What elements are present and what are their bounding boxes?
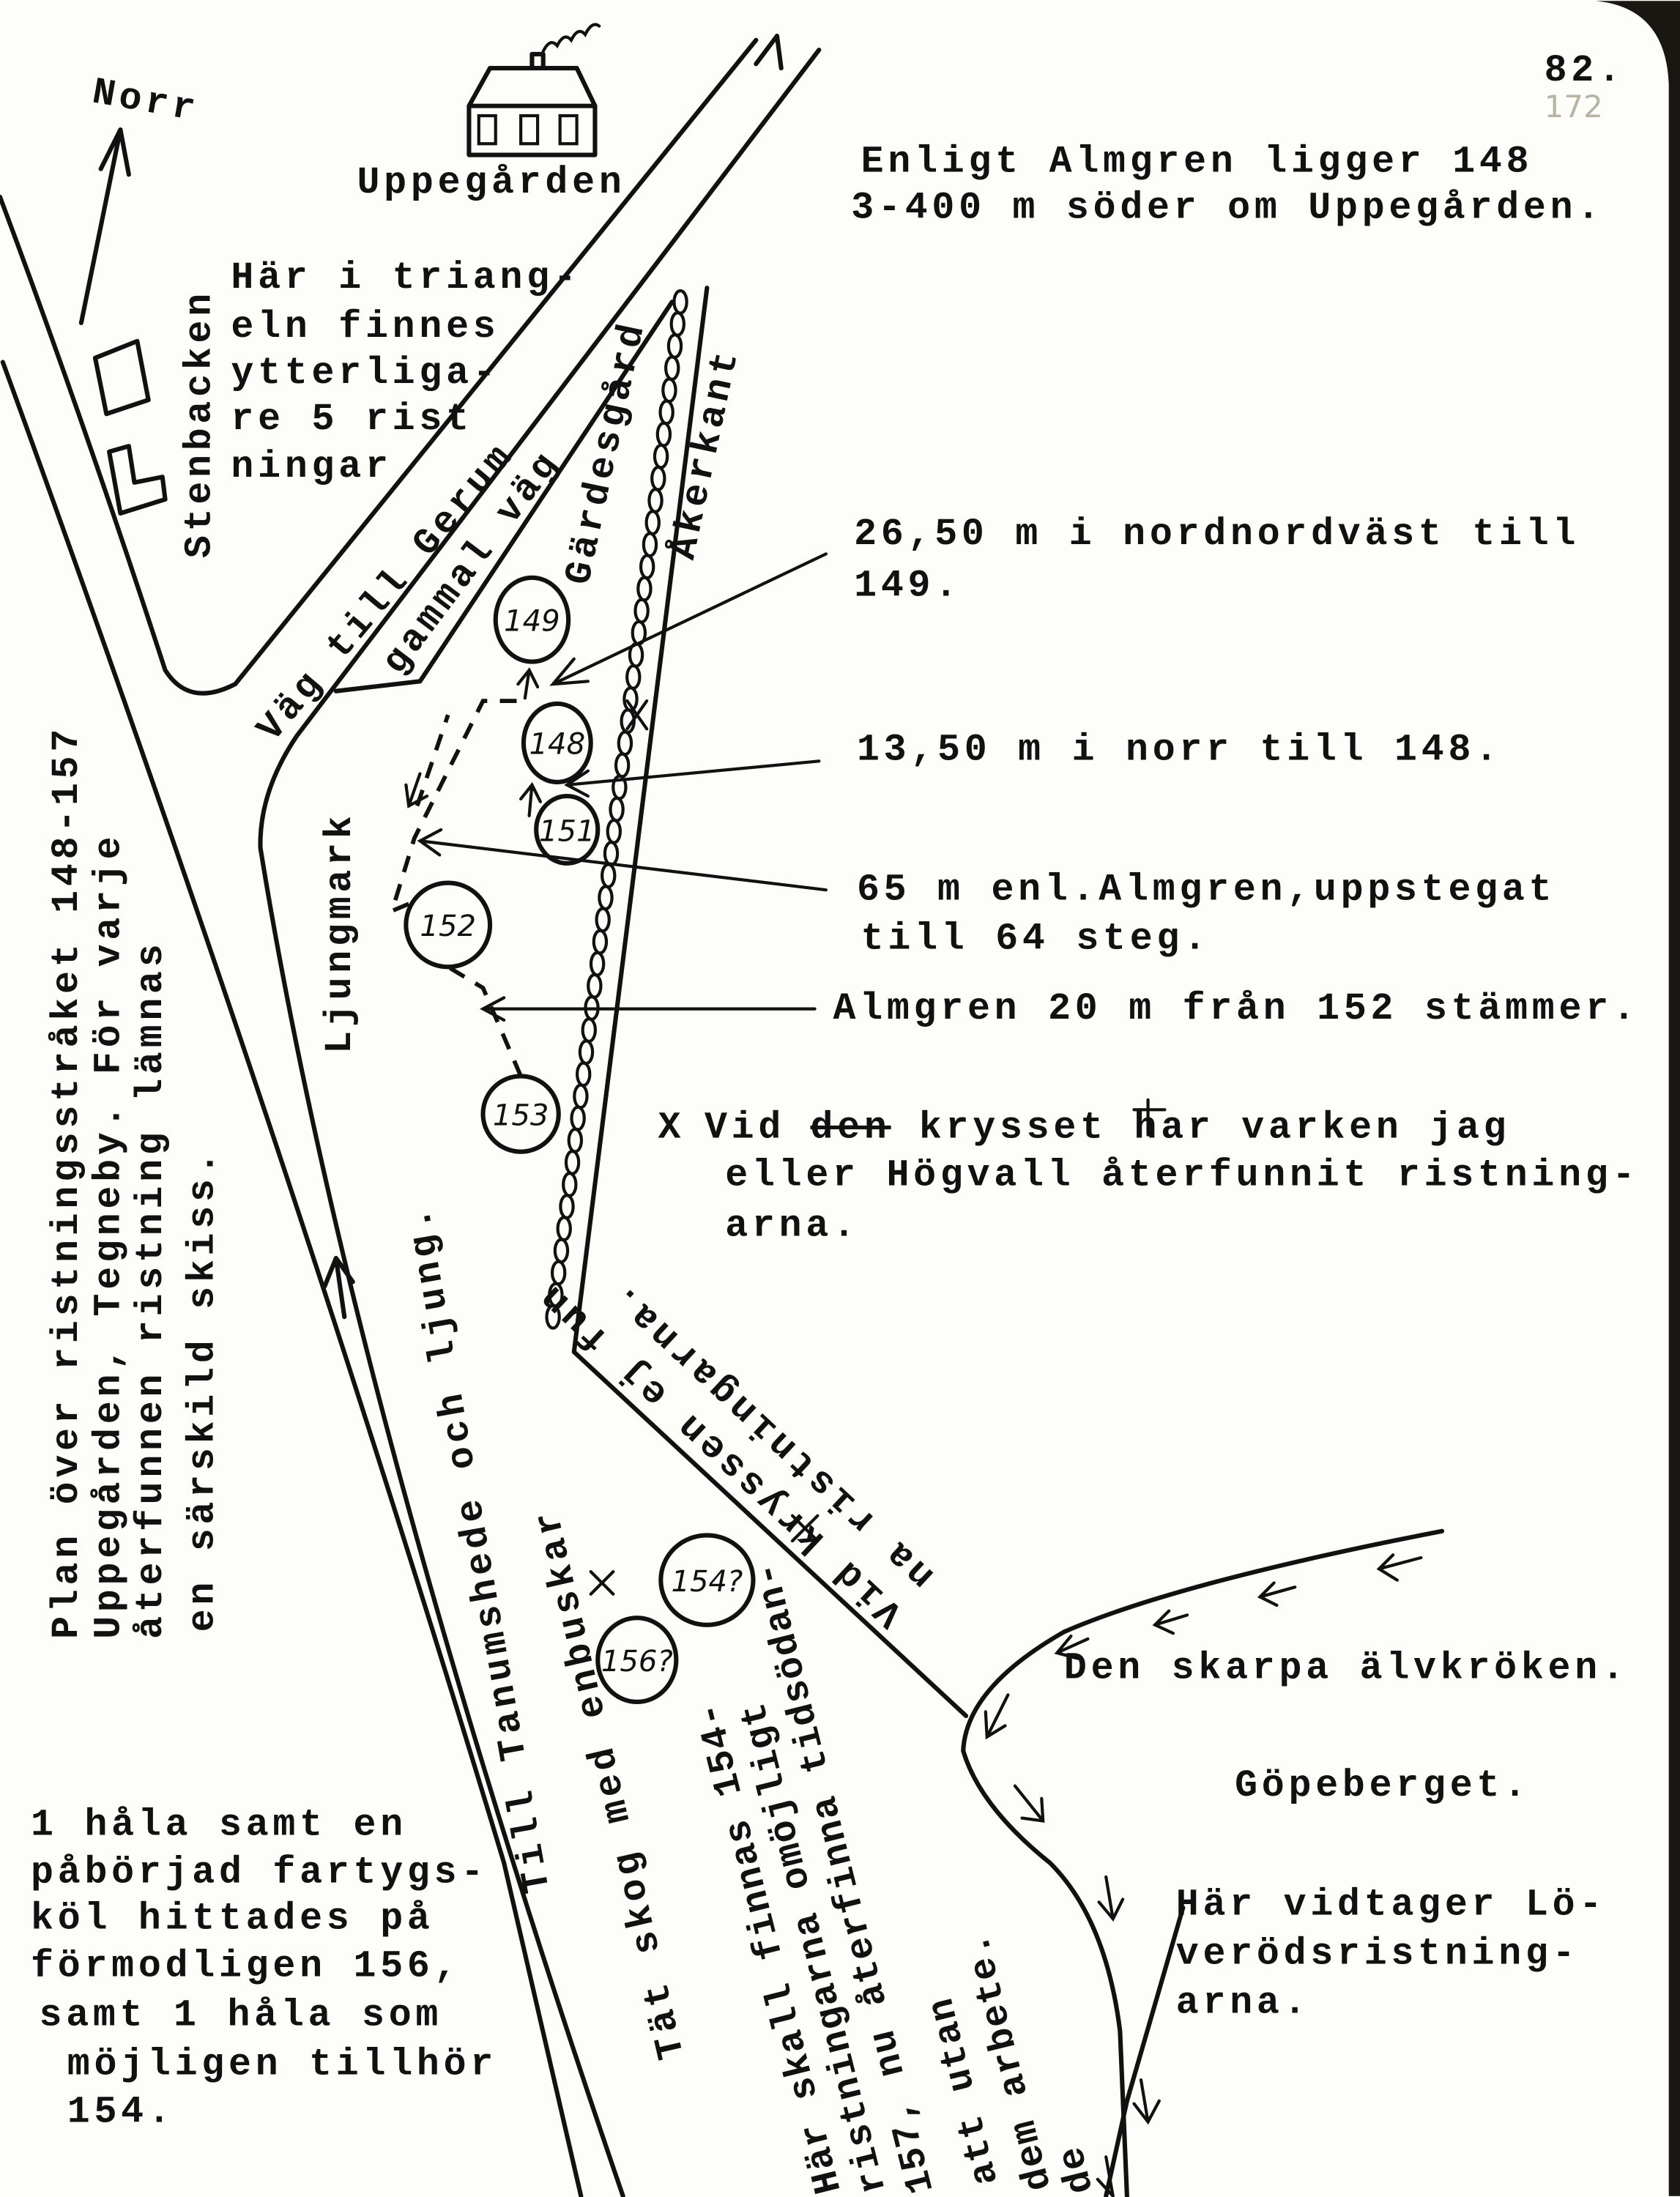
finds-note-line: förmodligen 156, — [31, 1946, 461, 1988]
finds-note-line: köl hittades på — [31, 1898, 434, 1941]
survey-path — [388, 699, 523, 1077]
carving-151[interactable]: 151 — [534, 794, 601, 866]
title-note-line: en särskild skiss. — [182, 1148, 225, 1632]
cross-note-line: arna. — [725, 1205, 860, 1247]
finds-note-line: möjligen tillhör — [67, 2043, 497, 2086]
cross-mark-icon — [790, 1514, 819, 1543]
small-arrow-icon — [404, 667, 543, 817]
carving-number: 152 — [420, 910, 476, 943]
road-direction-arrow-icon — [322, 33, 784, 1320]
loverod-note-line: Här vidtager Lö- — [1176, 1884, 1606, 1927]
triangle-note-line: re 5 rist — [231, 398, 472, 441]
cross-note-rest: krysset har varken jag — [919, 1107, 1511, 1150]
title-note-line: Plan över ristningsstråket 148-157 — [46, 725, 89, 1639]
page-number: 82. — [1545, 50, 1625, 92]
carving-number: 153 — [493, 1098, 549, 1132]
north-arrow-icon — [78, 127, 131, 325]
measurement-text: 26,50 m i nordnordväst till — [854, 513, 1580, 556]
pencil-page-number: 172 — [1545, 89, 1603, 124]
carving-156[interactable]: 156? — [595, 1616, 679, 1704]
cross-mark-icon — [625, 699, 649, 731]
triangle-note-line: Här i triang- — [231, 257, 580, 300]
carving-number: 151 — [539, 814, 595, 848]
carving-152[interactable]: 152 — [404, 880, 493, 970]
measurement-text: till 64 steg. — [861, 918, 1211, 960]
river-bank — [961, 1528, 1445, 2197]
road-edge — [0, 37, 759, 696]
carving-154[interactable]: 154? — [658, 1533, 756, 1627]
farm-label: Uppegården — [357, 162, 625, 204]
cross-note-line: eller Högvall återfunnit ristning- — [725, 1155, 1639, 1197]
measurement-text: 149. — [854, 565, 962, 608]
triangle-note-line: ningar — [231, 446, 392, 488]
carving-number: 154? — [671, 1565, 743, 1599]
carving-number: 156? — [601, 1645, 673, 1679]
struck-word: den — [811, 1107, 891, 1150]
finds-note-line: 154. — [67, 2091, 175, 2133]
road-edge — [258, 48, 822, 2197]
carving-153[interactable]: 153 — [480, 1074, 561, 1154]
measurement-text: 65 m enl.Almgren,uppstegat — [857, 869, 1556, 912]
triangle-note-line: ytterliga- — [231, 352, 499, 395]
river-bend-label: Den skarpa älvkröken. — [1064, 1647, 1629, 1689]
road-edge — [0, 360, 584, 2197]
stone-outcrop-icon — [92, 338, 168, 516]
fence-stone — [545, 1304, 561, 1330]
header-note-line: 3-400 m söder om Uppegården. — [851, 187, 1604, 230]
river-flow-arrow-icon — [984, 1553, 1423, 2197]
farmhouse-icon — [467, 23, 601, 157]
finds-note-line: 1 håla samt en — [31, 1804, 407, 1847]
stone-fence — [545, 289, 688, 1330]
mountain-label: Göpeberget. — [1235, 1765, 1531, 1807]
finds-note-line: samt 1 håla som — [40, 1995, 443, 2037]
title-note-line: återfunnen ristning lämnas — [130, 940, 173, 1639]
finds-note-line: påbörjad fartygs- — [31, 1852, 488, 1895]
stenbacken-label: Stenbacken — [179, 289, 222, 558]
measurement-text: 13,50 m i norr till 148. — [857, 729, 1502, 771]
pointer-arrow-icon — [417, 552, 828, 1022]
header-note-line: Enligt Almgren ligger 148 — [861, 141, 1534, 183]
field-edge-line — [571, 286, 969, 1719]
measurement-text: Almgren 20 m från 152 stämmer. — [833, 988, 1639, 1030]
carving-number: 148 — [529, 728, 586, 762]
river-bank — [1104, 1905, 1186, 2197]
survey-path — [415, 714, 450, 807]
loverod-note-line: arna. — [1176, 1982, 1311, 2024]
loverod-note-line: verödsristning- — [1176, 1933, 1580, 1975]
cross-mark-icon — [1132, 1098, 1167, 1137]
carving-148[interactable]: 148 — [521, 701, 593, 785]
triangle-note-line: eln finnes — [231, 306, 499, 349]
page-edge — [1596, 1, 1680, 2196]
road-edge — [333, 300, 674, 694]
cross-marker: X — [658, 1107, 685, 1150]
cross-mark-icon — [589, 1570, 615, 1596]
carving-149[interactable]: 149 — [493, 575, 571, 664]
carving-number: 149 — [504, 605, 560, 639]
heath-label: Ljungmark — [319, 811, 362, 1053]
title-note-line: Uppegården, Tegneby. För varje — [88, 833, 130, 1639]
cross-note-prefix: Vid — [705, 1107, 785, 1150]
